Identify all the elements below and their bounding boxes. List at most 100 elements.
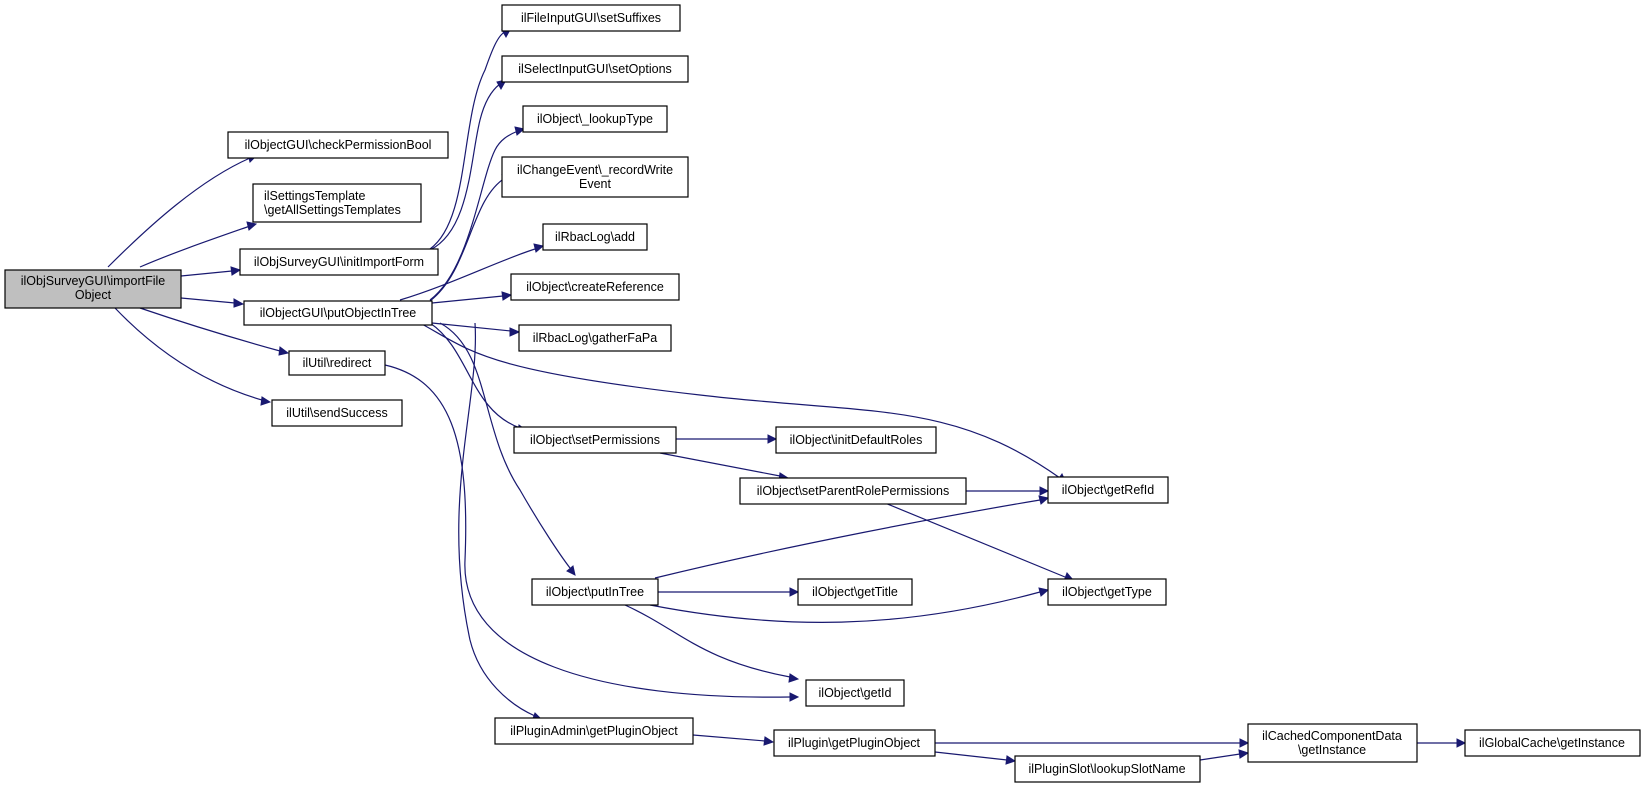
node-recordWrite[interactable]: ilChangeEvent\_recordWrite Event xyxy=(501,156,689,198)
arrowhead xyxy=(230,266,242,276)
node-slotLookup[interactable]: ilPluginSlot\lookupSlotName xyxy=(1014,755,1201,783)
node-label: ilObject\initDefaultRoles xyxy=(790,433,923,447)
node-setParent[interactable]: ilObject\setParentRolePermissions xyxy=(739,477,967,505)
arrowhead xyxy=(789,587,800,597)
edges xyxy=(107,27,1467,765)
node-label: ilSelectInputGUI\setOptions xyxy=(518,62,672,76)
arrowhead xyxy=(1238,749,1250,759)
node-label: ilObject\getRefId xyxy=(1062,483,1154,497)
node-label: ilObjSurveyGUI\initImportForm xyxy=(254,255,424,269)
node-label: ilObjectGUI\checkPermissionBool xyxy=(245,138,432,152)
edge-putInTree-getRefId xyxy=(654,499,1041,579)
arrowhead xyxy=(788,673,800,683)
nodes: ilObjSurveyGUI\importFile Object ilObjec… xyxy=(4,4,1641,783)
node-label: ilObject\putInTree xyxy=(546,585,644,599)
node-getType[interactable]: ilObject\getType xyxy=(1047,578,1167,606)
node-label: ilFileInputGUI\setSuffixes xyxy=(521,11,661,25)
node-pluginAdmin[interactable]: ilPluginAdmin\getPluginObject xyxy=(494,717,694,745)
arrowhead xyxy=(1038,495,1050,505)
node-getTitle[interactable]: ilObject\getTitle xyxy=(797,578,913,606)
node-root[interactable]: ilObjSurveyGUI\importFile Object xyxy=(4,269,182,309)
arrowhead xyxy=(233,298,245,308)
node-setOptions[interactable]: ilSelectInputGUI\setOptions xyxy=(501,55,689,83)
edge-slotLookup-cachedComp xyxy=(1199,753,1241,761)
node-label: ilRbacLog\gatherFaPa xyxy=(533,331,657,345)
arrowhead xyxy=(566,565,576,576)
node-setSuffixes[interactable]: ilFileInputGUI\setSuffixes xyxy=(501,4,681,32)
node-setPerms[interactable]: ilObject\setPermissions xyxy=(513,426,677,454)
node-settingsTpl[interactable]: ilSettingsTemplate \getAllSettingsTempla… xyxy=(252,183,422,223)
edge-root-checkPerm xyxy=(107,157,251,268)
node-label: ilPluginAdmin\getPluginObject xyxy=(510,724,678,738)
node-label: ilObject\setPermissions xyxy=(530,433,660,447)
arrowhead xyxy=(767,434,778,444)
edge-root-redirect xyxy=(139,307,281,352)
node-label: ilGlobalCache\getInstance xyxy=(1479,736,1625,750)
node-label: ilObject\getId xyxy=(819,686,892,700)
arrowhead xyxy=(1005,755,1017,765)
arrowhead xyxy=(278,346,290,356)
arrowhead xyxy=(789,692,800,702)
edge-root-sendSuccess xyxy=(114,307,263,401)
node-label: ilObject\createReference xyxy=(526,280,664,294)
node-lookupType[interactable]: ilObject\_lookupType xyxy=(522,105,668,133)
node-initRoles[interactable]: ilObject\initDefaultRoles xyxy=(775,426,937,454)
edge-setPerms-setParent xyxy=(659,452,781,477)
edge-putInTree-getId xyxy=(624,604,791,678)
node-label: Event xyxy=(579,177,611,191)
edge-putObjTree-getRefId xyxy=(419,322,1061,479)
edge-putObjTree-pluginAdmin xyxy=(458,322,536,717)
edge-putObjTree-lookupType xyxy=(429,130,519,301)
node-label: \getAllSettingsTemplates xyxy=(264,203,401,217)
node-globalCache[interactable]: ilGlobalCache\getInstance xyxy=(1464,729,1641,757)
node-label: ilObject\_lookupType xyxy=(537,112,653,126)
edge-root-putObjTree xyxy=(180,297,236,304)
node-cachedComp[interactable]: ilCachedComponentData \getInstance xyxy=(1247,723,1418,763)
node-label: ilPlugin\getPluginObject xyxy=(788,736,921,750)
node-rbacAdd[interactable]: ilRbacLog\add xyxy=(542,223,648,251)
arrowhead xyxy=(1039,486,1050,496)
node-initImport[interactable]: ilObjSurveyGUI\initImportForm xyxy=(239,248,439,276)
node-label: ilObjectGUI\putObjectInTree xyxy=(260,306,417,320)
edge-putObjTree-rbacAdd xyxy=(399,248,536,301)
node-label: ilPluginSlot\lookupSlotName xyxy=(1028,762,1185,776)
arrowhead xyxy=(260,396,272,406)
edge-putObjTree-setPerms xyxy=(429,322,521,429)
edge-root-settingsTpl xyxy=(139,225,251,268)
node-label: ilSettingsTemplate xyxy=(264,189,365,203)
node-label: ilUtil\sendSuccess xyxy=(286,406,387,420)
node-pluginGet[interactable]: ilPlugin\getPluginObject xyxy=(773,729,936,757)
arrowhead xyxy=(533,243,545,253)
node-label: ilChangeEvent\_recordWrite xyxy=(517,163,673,177)
arrowhead xyxy=(509,327,521,337)
arrowhead xyxy=(514,126,526,136)
node-checkPerm[interactable]: ilObjectGUI\checkPermissionBool xyxy=(227,131,449,159)
node-label: ilObject\setParentRolePermissions xyxy=(757,484,949,498)
node-getId[interactable]: ilObject\getId xyxy=(805,679,905,707)
node-redirect[interactable]: ilUtil\redirect xyxy=(288,350,386,376)
arrowhead xyxy=(501,291,513,301)
edge-putObjTree-createRef xyxy=(431,295,504,304)
edge-initImport-setSuffixes xyxy=(429,31,506,250)
node-createRef[interactable]: ilObject\createReference xyxy=(510,273,680,301)
edge-putInTree-getType xyxy=(649,591,1041,623)
edge-root-initImport xyxy=(180,270,233,277)
edge-initImport-setOptions xyxy=(429,83,501,251)
node-sendSuccess[interactable]: ilUtil\sendSuccess xyxy=(271,399,403,427)
node-label: ilObject\getTitle xyxy=(812,585,898,599)
node-label: \getInstance xyxy=(1298,743,1366,757)
node-putObjTree[interactable]: ilObjectGUI\putObjectInTree xyxy=(243,300,433,326)
node-putInTree[interactable]: ilObject\putInTree xyxy=(531,578,659,606)
arrowhead xyxy=(1456,738,1467,748)
edge-redirect-getId xyxy=(384,364,791,698)
node-label: Object xyxy=(75,288,112,302)
edge-putObjTree-gatherFaPa xyxy=(431,322,512,332)
node-getRefId[interactable]: ilObject\getRefId xyxy=(1047,476,1169,504)
edge-putObjTree-recordWrite xyxy=(429,177,506,302)
node-gatherFaPa[interactable]: ilRbacLog\gatherFaPa xyxy=(518,324,672,352)
arrowhead xyxy=(1239,738,1250,748)
arrowhead xyxy=(763,736,775,746)
arrowhead xyxy=(246,221,258,231)
node-label: ilObjSurveyGUI\importFile xyxy=(21,274,166,288)
